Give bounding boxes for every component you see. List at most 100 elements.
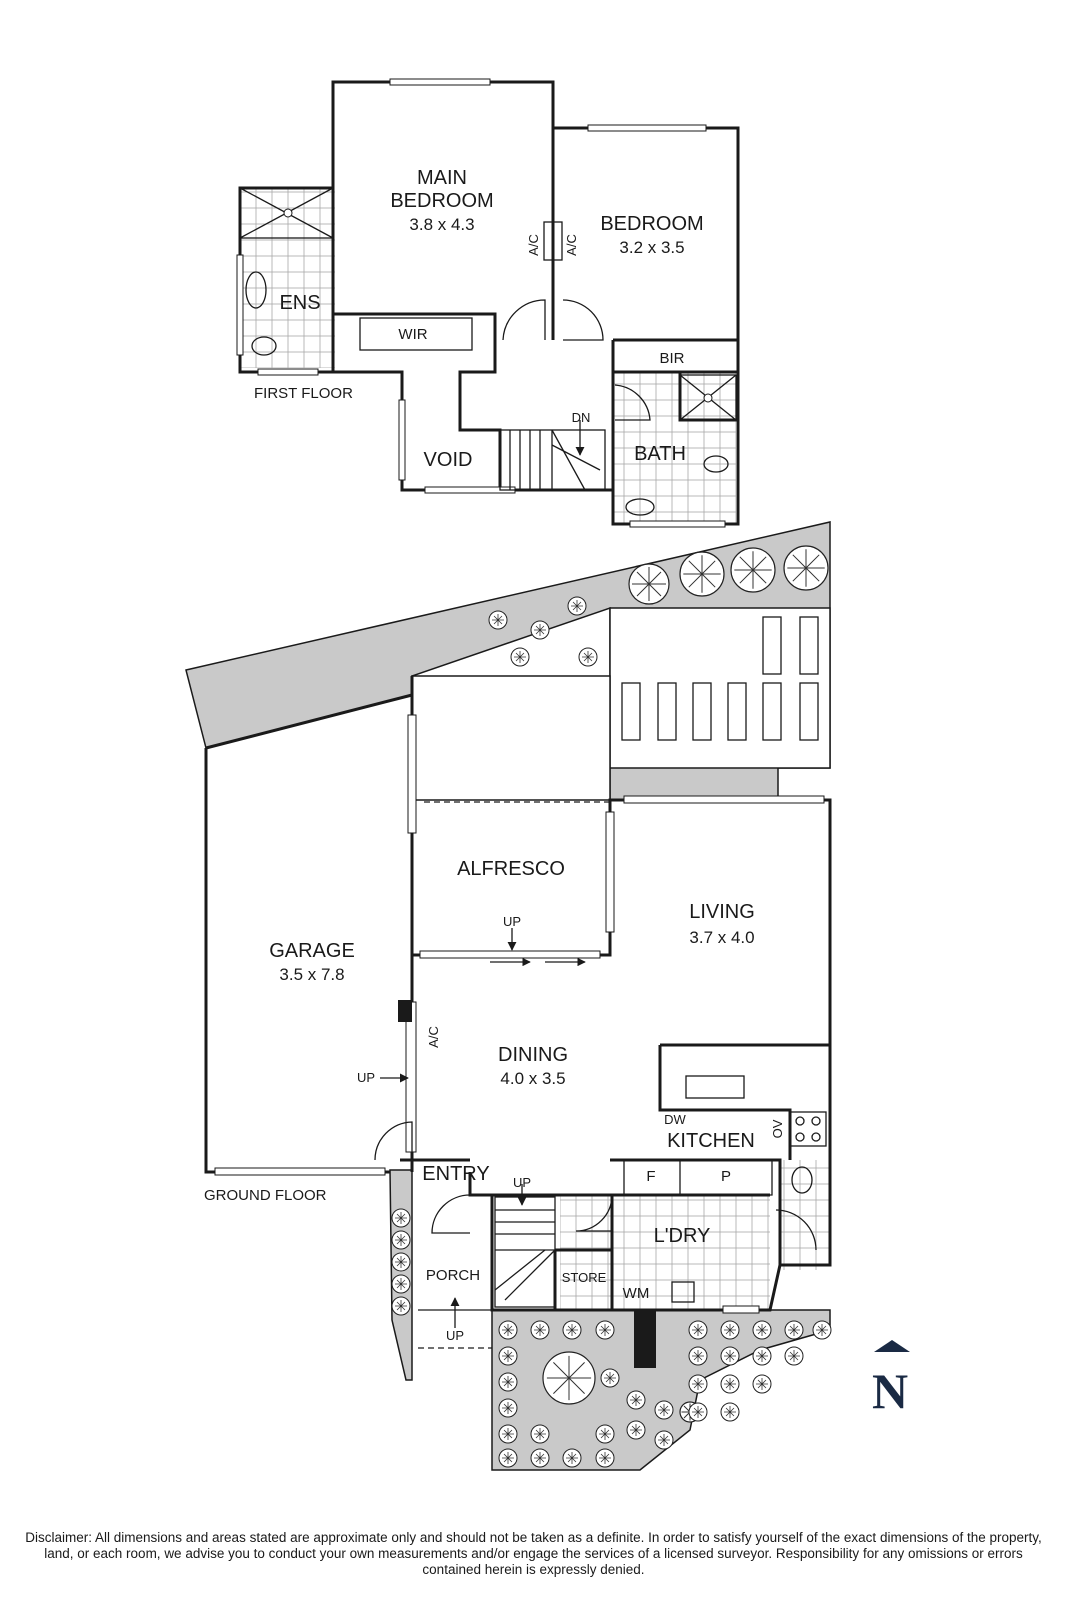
tree-detail: [632, 567, 666, 601]
void-label: VOID: [424, 449, 473, 471]
window: [398, 399, 406, 481]
porch-label: PORCH: [426, 1267, 480, 1284]
shrub-detail: [658, 1434, 670, 1446]
bedroom-label: BEDROOM: [600, 213, 703, 235]
ac-unit: [543, 221, 563, 261]
planter-beds: [621, 616, 819, 741]
sliding-door: [605, 811, 615, 933]
ac-label-left: A/C: [526, 234, 541, 256]
ensuite-label: ENS: [279, 292, 320, 314]
bedroom-dims: 3.2 x 3.5: [619, 238, 684, 257]
compass-arrow-icon: [874, 1340, 910, 1352]
porch-up-label: UP: [446, 1328, 464, 1343]
washing-machine-label: WM: [623, 1285, 650, 1302]
shrub-detail: [816, 1324, 828, 1336]
ac-label: A/C: [426, 1026, 441, 1048]
shrub-detail: [395, 1278, 407, 1290]
shrub-detail: [692, 1324, 704, 1336]
bath-shower: [679, 374, 737, 421]
shrub-detail: [502, 1324, 514, 1336]
dining-dims: 4.0 x 3.5: [500, 1069, 565, 1088]
window: [257, 368, 319, 376]
shrub-detail: [692, 1378, 704, 1390]
ensuite-tiles: [240, 188, 335, 368]
shrub-detail: [395, 1234, 407, 1246]
tree-detail: [734, 551, 772, 589]
trees: [542, 545, 829, 1423]
pantry-label: P: [721, 1168, 731, 1185]
kitchen-label: KITCHEN: [667, 1130, 755, 1152]
shrub-detail: [692, 1406, 704, 1418]
shrub-detail: [502, 1402, 514, 1414]
shrub-detail: [566, 1452, 578, 1464]
main-bedroom-label-2: BEDROOM: [390, 190, 493, 212]
shrub-detail: [395, 1300, 407, 1312]
door-swing: [575, 1194, 613, 1232]
basin-icon: [625, 498, 655, 516]
sink-icon: [685, 1075, 745, 1099]
shrub-detail: [502, 1428, 514, 1440]
shrub-detail: [502, 1376, 514, 1388]
shrub-detail: [692, 1350, 704, 1362]
column: [634, 1310, 656, 1368]
column: [398, 1000, 412, 1022]
window: [629, 520, 726, 528]
main-bedroom-dims: 3.8 x 4.3: [409, 215, 474, 234]
alfresco-up-label: UP: [503, 914, 521, 929]
oven-label: OV: [770, 1119, 785, 1138]
shrub-detail: [534, 624, 546, 636]
fridge-pantry: [623, 1160, 773, 1196]
living-dims: 3.7 x 4.0: [689, 928, 754, 947]
first-floor-label: FIRST FLOOR: [254, 385, 353, 402]
stair-dn-label: DN: [572, 410, 591, 425]
wir-label: WIR: [398, 326, 427, 343]
garage-door: [214, 1167, 386, 1176]
shrub-detail: [724, 1350, 736, 1362]
tree-detail: [683, 555, 721, 593]
shrub-detail: [492, 614, 504, 626]
shrub-detail: [756, 1324, 768, 1336]
first-floor-internal-walls: [331, 128, 738, 524]
shrub-detail: [599, 1324, 611, 1336]
disclaimer-text: Disclaimer: All dimensions and areas sta…: [25, 1530, 1042, 1577]
drain-icon: [283, 208, 293, 218]
bir-label: BIR: [659, 350, 684, 367]
ac-label-right: A/C: [564, 234, 579, 256]
shrub-detail: [582, 651, 594, 663]
window: [236, 254, 244, 356]
shrub-detail: [534, 1428, 546, 1440]
shrub-detail: [502, 1452, 514, 1464]
bath-tiles: [613, 372, 736, 524]
door-swing: [775, 1209, 817, 1251]
garage-label: GARAGE: [269, 940, 355, 962]
shrub-detail: [788, 1324, 800, 1336]
shrub-detail: [604, 1372, 616, 1384]
laundry-tiles: [560, 1195, 770, 1310]
shrub-detail: [534, 1324, 546, 1336]
tree-detail: [787, 549, 825, 587]
shrub-detail: [630, 1424, 642, 1436]
stairs-ground-floor: [494, 1184, 556, 1308]
living-label: LIVING: [689, 901, 755, 923]
compass-north-label: N: [872, 1363, 909, 1419]
shrub-detail: [514, 651, 526, 663]
shrub-detail: [788, 1350, 800, 1362]
garage-top-wall: [205, 693, 413, 750]
drain-icon: [703, 393, 713, 403]
toilet-icon: [251, 336, 277, 356]
wc-tiles: [780, 1160, 830, 1270]
laundry-tub-icon: [671, 1281, 695, 1303]
stairs-first-floor: [499, 420, 606, 491]
door-swing: [431, 1194, 471, 1234]
main-bedroom-label: MAIN: [417, 167, 467, 189]
shrub-detail: [599, 1452, 611, 1464]
window: [389, 78, 491, 86]
shrub-detail: [724, 1378, 736, 1390]
door-swing: [502, 299, 546, 341]
shrub-detail: [756, 1350, 768, 1362]
alfresco-label: ALFRESCO: [457, 858, 565, 880]
shrub-detail: [724, 1406, 736, 1418]
ground-floor-plan: GARAGE 3.5 x 7.8 ALFRESCO LIVING 3.7 x 4…: [185, 521, 832, 1471]
shrub-detail: [599, 1428, 611, 1440]
door-swing: [562, 299, 604, 341]
